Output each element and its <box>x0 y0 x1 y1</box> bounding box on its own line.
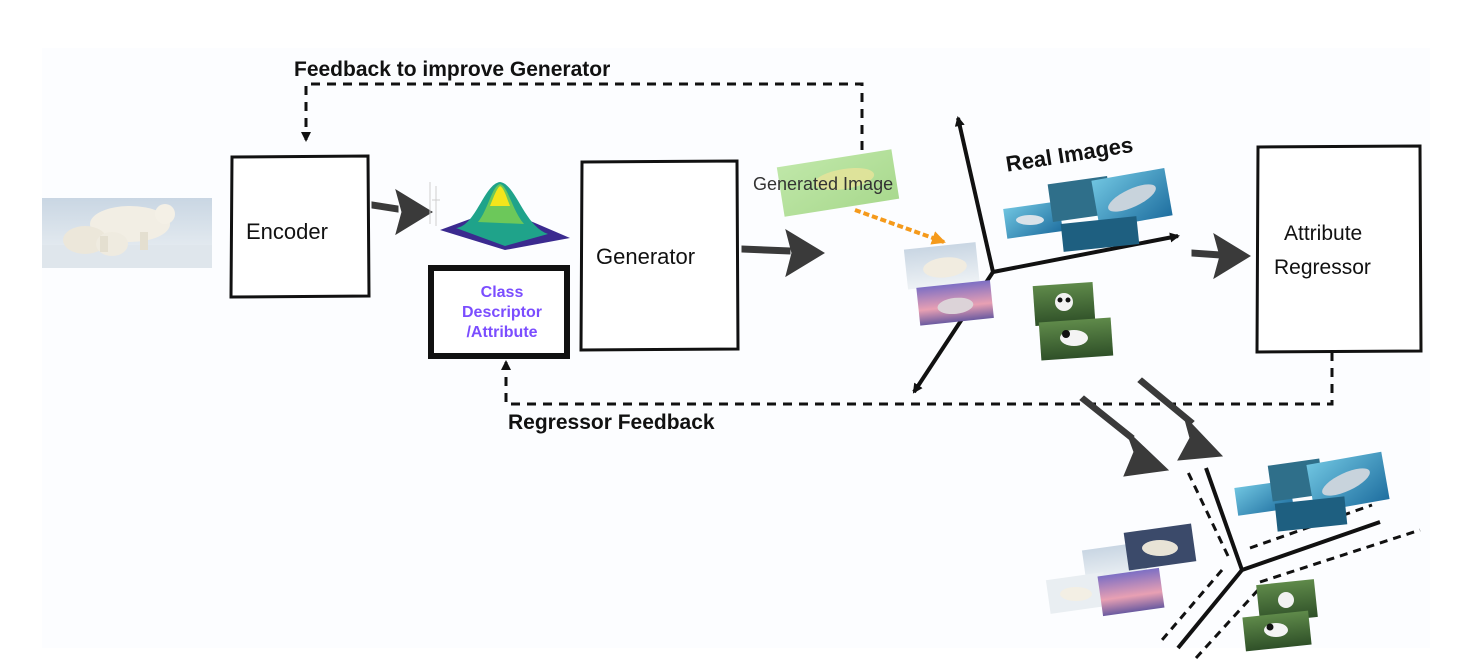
class-descriptor-box <box>428 265 570 359</box>
generator-box <box>579 159 740 352</box>
orange-arrow <box>854 208 946 245</box>
axis-up <box>954 116 995 273</box>
images-to-regressor-arrow <box>1191 232 1251 280</box>
encoder-box <box>229 154 371 299</box>
regressor-feedback-line <box>501 352 1334 406</box>
downward-arrows <box>1079 377 1224 477</box>
bear-thumbnails <box>903 242 994 326</box>
dolphin-thumbnails-bottom <box>1234 451 1390 532</box>
dolphin-thumbnails-top <box>1003 167 1173 252</box>
generator-label: Generator <box>596 244 696 269</box>
generated-image-label: Generated Image <box>753 174 894 194</box>
generator-feedback-label: Feedback to improve Generator <box>294 58 611 81</box>
generator-feedback-line <box>301 82 864 150</box>
attribute-regressor-box <box>1255 144 1423 354</box>
input-photo <box>42 198 212 268</box>
attribute-regressor-label-1: Attribute <box>1284 222 1363 245</box>
panda-thumbnails-bottom <box>1242 579 1318 652</box>
attribute-regressor-label-2: Regressor <box>1274 256 1371 279</box>
axis-right <box>992 232 1180 274</box>
encoder-label: Encoder <box>246 219 328 244</box>
generated-image-thumbnail <box>776 149 900 217</box>
class-descriptor-line-2: Descriptor <box>461 304 543 321</box>
class-descriptor-line-3: /Attribute <box>466 324 538 341</box>
gaussian-surface <box>429 182 570 250</box>
panda-thumbnails <box>1032 281 1114 361</box>
regressor-feedback-label: Regressor Feedback <box>508 411 715 434</box>
generator-to-images-arrow <box>741 228 825 278</box>
bear-thumbnails-bottom <box>1045 523 1197 617</box>
encoder-to-gaussian-arrow <box>371 188 433 236</box>
separated-axes <box>1160 467 1421 659</box>
class-descriptor-line-1: Class <box>480 284 524 301</box>
class-descriptor-label: Class Descriptor /Attribute <box>431 283 573 343</box>
